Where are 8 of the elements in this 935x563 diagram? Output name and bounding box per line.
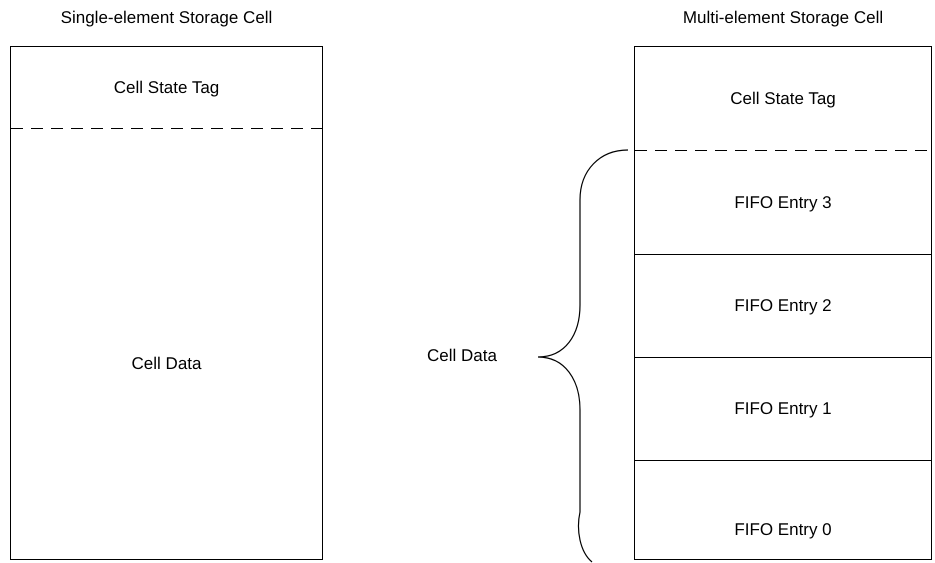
memory-field: FIFO Entry 1 xyxy=(635,358,931,461)
memory-field: FIFO Entry 3 xyxy=(635,151,931,255)
cell-heading: Multi-element Storage Cell xyxy=(682,8,884,28)
memory-field: Cell Data xyxy=(11,129,322,563)
memory-field: FIFO Entry 0 xyxy=(635,461,931,563)
cell-heading: Single-element Storage Cell xyxy=(60,8,274,28)
bracket-label: Cell Data xyxy=(427,346,497,366)
memory-field: FIFO Entry 2 xyxy=(635,255,931,358)
